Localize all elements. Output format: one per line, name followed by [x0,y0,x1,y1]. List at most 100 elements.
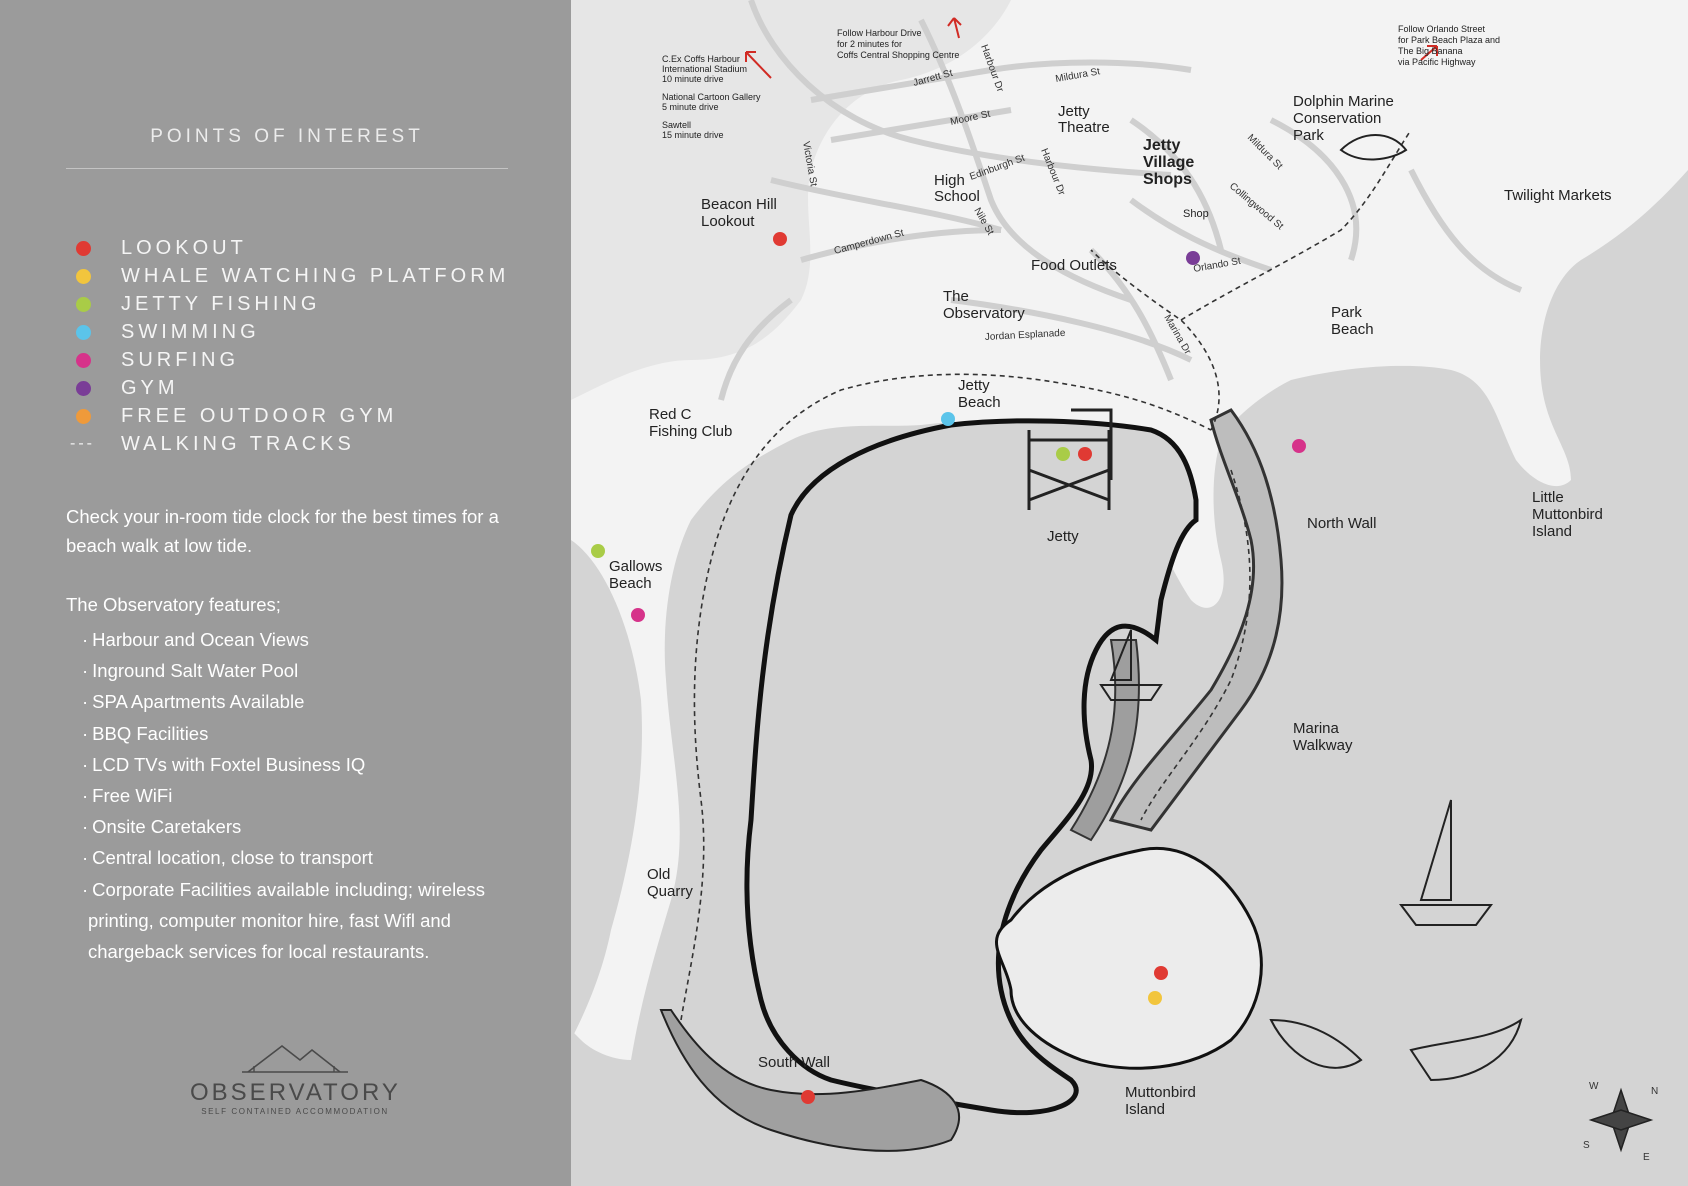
arrow-icon [745,51,772,79]
land-area [571,0,1688,1060]
place-label: Theatre [1058,119,1110,136]
feature-item: Central location, close to transport [82,842,522,873]
place-label: Lookout [701,213,755,230]
arrow-icon [947,17,962,39]
outdoor-gym-dot-icon [76,408,91,424]
legend-item-gym: GYM [66,374,179,402]
feature-item-continued: chargeback services for local restaurant… [88,941,430,963]
logo-name: OBSERVATORY [190,1079,401,1106]
place-label: Jetty [1058,103,1090,120]
legend-item-jetty-fishing: JETTY FISHING [66,290,320,318]
compass-rose-icon [1588,1087,1654,1153]
road-network [718,0,1523,401]
lookout-marker[interactable] [1078,447,1092,461]
sidebar-title: POINTS OF INTEREST [150,126,424,147]
legend-item-surfing: SURFING [66,346,239,374]
note-line: National Cartoon Gallery [662,92,761,102]
lookout-marker[interactable] [1154,966,1168,980]
lookout-dot-icon [76,240,91,256]
compass-label: N [1651,1086,1658,1097]
feature-item: Inground Salt Water Pool [82,655,522,686]
place-label: Walkway [1293,737,1353,754]
note-line: for Park Beach Plaza and [1398,35,1500,45]
place-label: Jetty [1047,528,1079,545]
surfing-marker[interactable] [631,608,645,622]
dolphin-icon [1339,134,1408,161]
place-label: Little [1532,489,1564,506]
compass-label: S [1583,1140,1590,1151]
walking-tracks [680,129,1412,1021]
note-line: Sawtell [662,120,691,130]
place-label: Beach [1331,321,1374,338]
harbour-sailboat-icon [1099,629,1163,701]
place-label: Village [1143,154,1194,171]
place-label: North Wall [1307,515,1376,532]
feature-item: SPA Apartments Available [82,686,522,717]
note-line: International Stadium [662,64,747,74]
lookout-marker[interactable] [773,232,787,246]
legend-item-walking-tracks: --- WALKING TRACKS [66,430,355,458]
shop-sign: Shop [1183,208,1209,220]
note-line: Follow Harbour Drive [837,28,922,38]
place-label: Jetty [958,377,990,394]
direction-notes: C.Ex Coffs Harbour International Stadium… [662,24,1500,140]
feature-item-continued: printing, computer monitor hire, fast Wi… [88,909,451,931]
compass-label: E [1643,1152,1650,1163]
jetty-fishing-marker[interactable] [1056,447,1070,461]
swimming-marker[interactable] [941,412,955,426]
note-line: C.Ex Coffs Harbour [662,54,740,64]
place-label: Jetty [1143,137,1180,154]
features-list: Harbour and Ocean Views Inground Salt Wa… [82,624,522,967]
legend-item-lookout: LOOKOUT [66,234,247,262]
place-label: Dolphin Marine [1293,93,1394,110]
place-label: Muttonbird [1532,506,1603,523]
compass-labels: W S E N [1583,1081,1658,1163]
surfing-marker[interactable] [1292,439,1306,453]
note-line: Follow Orlando Street [1398,24,1486,34]
place-label: Park [1293,127,1324,144]
place-label: Quarry [647,883,693,900]
note-line: 10 minute drive [662,74,724,84]
place-label: South Wall [758,1054,830,1071]
street-label: Jordan Esplanade [985,328,1067,343]
legend-item-free-outdoor-gym: FREE OUTDOOR GYM [66,402,397,430]
south-wall [659,1009,961,1152]
note-line: via Pacific Highway [1398,57,1476,67]
feature-item: Corporate Facilities available including… [82,874,522,905]
whale-watching-marker[interactable] [1148,991,1162,1005]
house-roof-icon [242,1044,348,1073]
place-label: Red C [649,406,692,423]
left-bay-water [571,540,642,1040]
legend-label: FREE OUTDOOR GYM [121,404,398,427]
place-label: Shops [1143,171,1192,188]
place-label: Beach [958,394,1001,411]
muttonbird-island [995,847,1263,1070]
legend-label: LOOKOUT [121,236,247,259]
note-line: The Big Banana [1398,46,1463,56]
place-label: Gallows [609,558,662,575]
sailboat-icon [1399,799,1493,926]
swimming-dot-icon [76,324,91,340]
legend-item-swimming: SWIMMING [66,318,260,346]
place-label: School [934,188,980,205]
note-line: 5 minute drive [662,102,719,112]
harbour-map: Beacon Hill Lookout Jetty Theatre High S… [571,0,1688,1186]
surfing-dot-icon [76,352,91,368]
legend-label: SWIMMING [121,320,260,343]
legend-item-whale-watching: WHALE WATCHING PLATFORM [66,262,509,290]
lookout-marker[interactable] [801,1090,815,1104]
compass-label: W [1589,1081,1599,1092]
logo-tagline: SELF CONTAINED ACCOMMODATION [201,1107,389,1116]
walking-track-dash-icon: --- [70,435,95,452]
place-label: The [943,288,969,305]
observatory-logo: OBSERVATORY SELF CONTAINED ACCOMMODATION [190,1040,400,1116]
gym-dot-icon [76,380,91,396]
jetty-fishing-dot-icon [76,296,91,312]
whale-watching-dot-icon [76,268,91,284]
jetty-fishing-marker[interactable] [591,544,605,558]
gym-marker[interactable] [1186,251,1200,265]
feature-item: Free WiFi [82,780,522,811]
place-label: Conservation [1293,110,1381,127]
feature-item: BBQ Facilities [82,718,522,749]
whale-icon [1269,1017,1523,1082]
